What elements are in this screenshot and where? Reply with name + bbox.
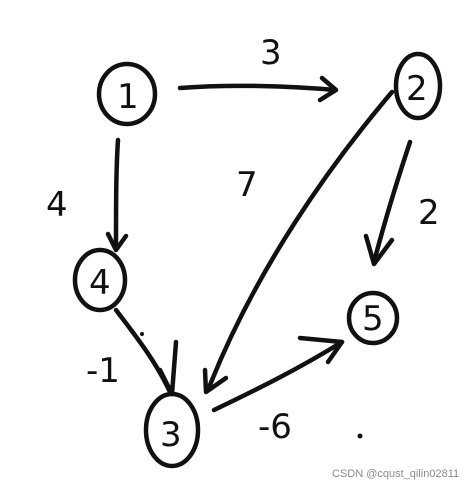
ink-dot xyxy=(357,433,363,439)
ink-dot xyxy=(140,332,144,336)
node-2-label: 2 xyxy=(406,69,428,109)
node-1-label: 1 xyxy=(117,77,139,117)
node-5: 5 xyxy=(346,290,400,346)
edge-3-to-5 xyxy=(211,335,345,413)
weight-4-3: -1 xyxy=(86,351,120,391)
edge-2-to-3 xyxy=(202,89,395,395)
edge-1-to-4 xyxy=(105,137,129,253)
node-4: 4 xyxy=(72,247,128,313)
weight-3-5: -6 xyxy=(258,407,292,447)
weight-1-4: 4 xyxy=(46,185,68,225)
node-1: 1 xyxy=(96,61,158,127)
weight-2-3: 7 xyxy=(236,165,258,205)
edge-4-to-3 xyxy=(113,307,179,397)
node-5-label: 5 xyxy=(362,299,384,339)
node-3-label: 3 xyxy=(160,415,182,455)
node-2: 2 xyxy=(393,51,443,121)
weight-1-2: 3 xyxy=(260,33,282,73)
node-3: 3 xyxy=(143,391,201,469)
node-4-label: 4 xyxy=(89,263,111,303)
edge-2-to-5 xyxy=(363,139,413,267)
weight-2-5: 2 xyxy=(418,193,440,233)
watermark-text: CSDN @cqust_qilin02811 xyxy=(332,468,460,480)
edge-1-to-2 xyxy=(177,75,339,103)
